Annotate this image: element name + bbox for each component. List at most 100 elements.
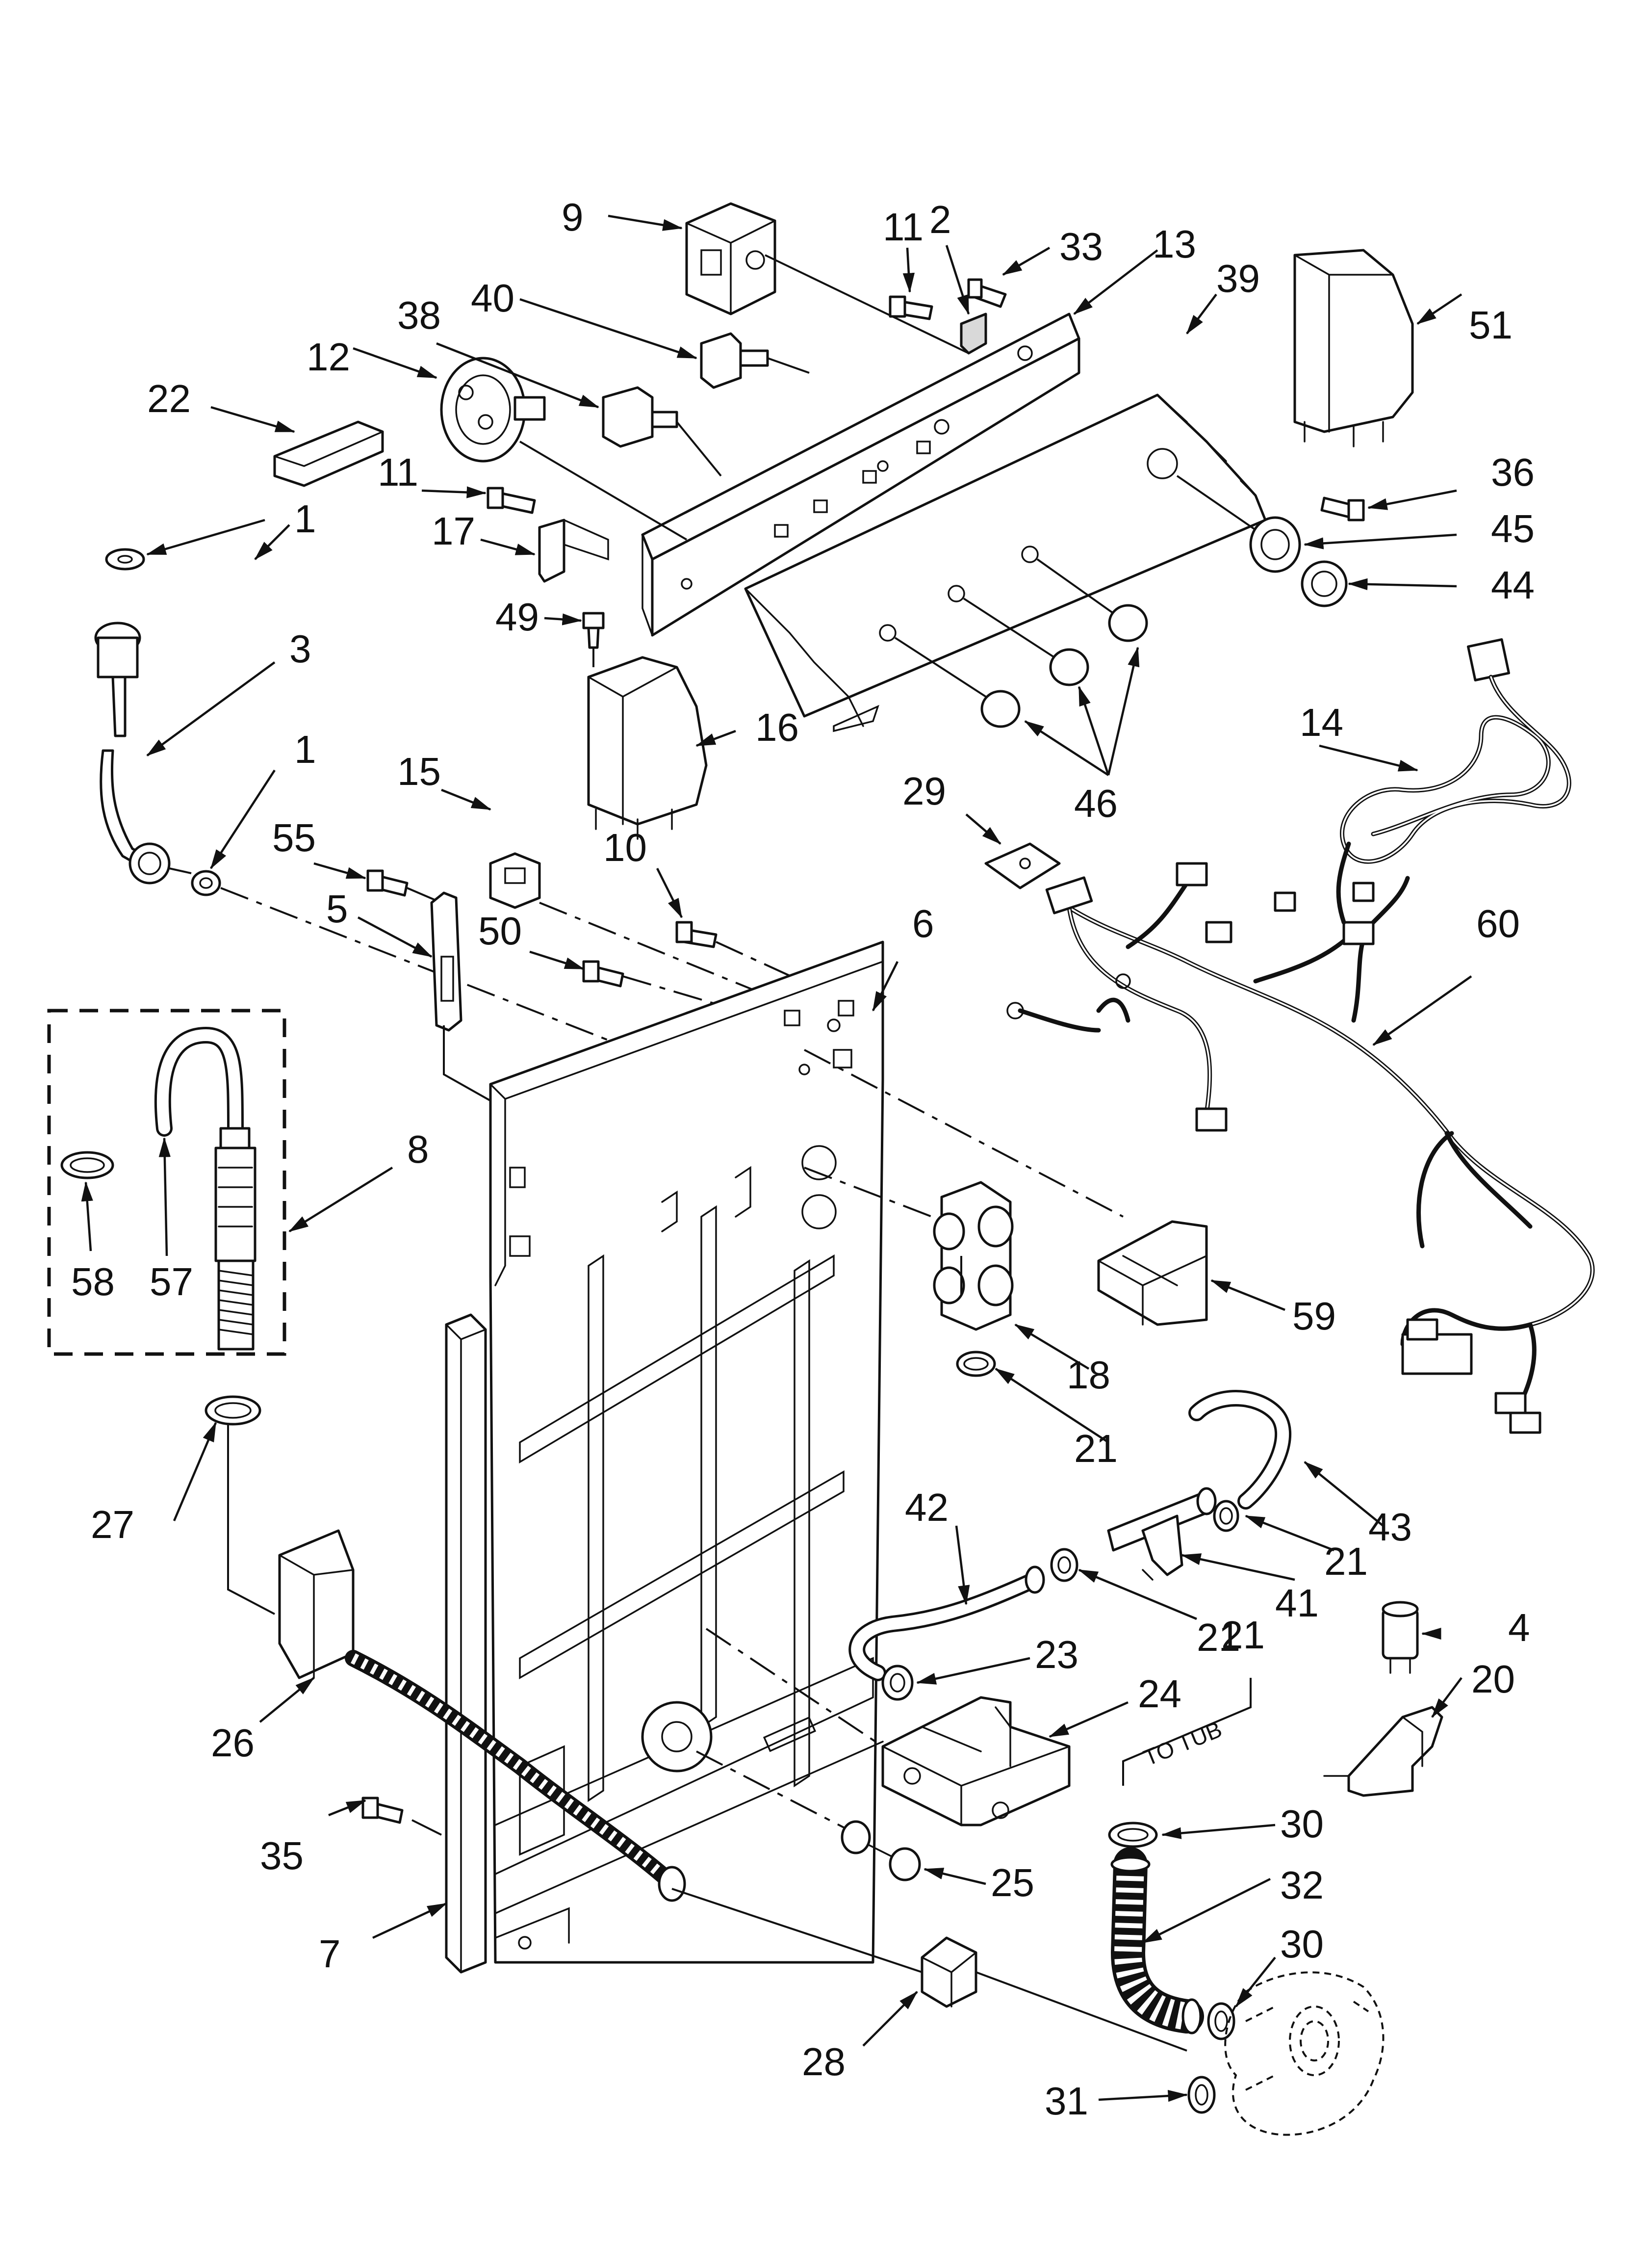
callout-59: 59	[1292, 1294, 1336, 1338]
callout-10: 10	[603, 826, 647, 869]
callout-29: 29	[902, 769, 946, 813]
callout-31: 31	[1045, 2079, 1088, 2123]
callout-58: 58	[71, 1260, 115, 1303]
callout-45: 45	[1491, 507, 1535, 550]
callout-11: 11	[883, 205, 924, 249]
part-49-screw	[582, 612, 605, 667]
callout-51: 51	[1469, 303, 1513, 347]
callout-55: 55	[272, 816, 316, 860]
part-33-screw	[967, 278, 1007, 308]
callout-21-43: 21	[1324, 1539, 1368, 1583]
callout-labels: 9 11 2 33 13 39 51 40 38 12 22 1 11 17 3…	[71, 195, 1535, 2123]
callout-12: 12	[307, 335, 350, 379]
to-tub-label: TO TUB	[1140, 1716, 1225, 1771]
part-7-side-rail	[445, 1313, 487, 1974]
callout-60: 60	[1476, 902, 1520, 945]
part-39-console-panel	[744, 393, 1267, 732]
callout-7: 7	[319, 1932, 341, 1976]
part-40-switch	[700, 332, 810, 389]
pump-phantom-outline	[1224, 1971, 1385, 2136]
callout-27: 27	[91, 1503, 134, 1546]
callout-1-bottom: 1	[294, 728, 316, 771]
part-15-clip	[489, 852, 541, 909]
callout-20: 20	[1471, 1657, 1515, 1701]
part-26-hose-support	[278, 1529, 355, 1679]
part-30-clamp-lower	[1207, 2002, 1235, 2040]
callout-13: 13	[1153, 222, 1196, 266]
callout-1-top: 1	[294, 497, 316, 541]
part-41-tee	[1107, 1487, 1217, 1581]
part-59-cover	[1097, 1220, 1208, 1326]
part-36-screw	[1320, 496, 1365, 521]
callout-57: 57	[150, 1260, 193, 1303]
part-44-knob	[1301, 560, 1348, 607]
part-60-wire-harness	[1006, 862, 1595, 1434]
callout-2: 2	[929, 198, 951, 241]
callout-42: 42	[905, 1486, 949, 1529]
leader-lines	[81, 214, 1472, 2102]
part-27-clamp	[205, 1395, 275, 1615]
part-57-drain-hose	[154, 1026, 257, 1351]
part-26-corrugated-hose	[345, 1650, 686, 1902]
callout-5: 5	[326, 887, 348, 931]
part-35-screw	[361, 1797, 404, 1824]
callout-35: 35	[260, 1834, 304, 1877]
callout-49: 49	[495, 595, 539, 639]
callout-3: 3	[289, 627, 311, 671]
part-58-clamp	[60, 1151, 114, 1179]
callout-15: 15	[397, 750, 441, 793]
callout-43: 43	[1368, 1505, 1412, 1549]
callout-8: 8	[407, 1127, 429, 1171]
callout-40: 40	[471, 276, 514, 320]
part-11-screw-left	[487, 487, 536, 514]
callout-30-lower: 30	[1280, 1922, 1324, 1966]
part-11-screw-top	[889, 295, 933, 320]
callout-17: 17	[432, 509, 475, 553]
callout-39: 39	[1216, 257, 1260, 300]
part-14-power-cord	[1336, 638, 1571, 925]
part-25-latch	[641, 1701, 921, 1881]
part-20-bracket	[1323, 1706, 1443, 1797]
part-45-knob	[1147, 448, 1301, 573]
part-17-bracket	[538, 519, 609, 583]
callout-44: 44	[1491, 563, 1535, 607]
part-42-hose	[848, 1565, 1045, 1681]
part-30-clamp-upper	[1108, 1822, 1158, 1848]
part-21-clamp-valve	[956, 1351, 996, 1377]
callout-16: 16	[755, 705, 799, 749]
part-18-water-valve	[933, 1181, 1014, 1331]
part-28-clamp	[921, 1936, 1187, 2052]
callout-36: 36	[1491, 450, 1535, 494]
part-1-washer-bottom	[191, 870, 221, 896]
part-22-bracket	[273, 420, 384, 487]
callout-21-41: 21	[1197, 1616, 1240, 1659]
part-51-end-cap	[1293, 249, 1414, 447]
callout-22: 22	[147, 377, 191, 420]
part-10-screw	[675, 921, 718, 948]
part-32-elbow-hose	[1110, 1847, 1204, 2034]
callout-14: 14	[1300, 701, 1343, 744]
callout-21-tub: 21	[1221, 1613, 1265, 1657]
callout-28: 28	[802, 2040, 846, 2084]
callout-32: 32	[1280, 1863, 1324, 1907]
callout-6: 6	[912, 902, 934, 945]
part-12-selector-switch	[440, 357, 688, 541]
part-1-washer-top	[105, 548, 145, 571]
callout-26: 26	[211, 1721, 255, 1765]
callout-23: 23	[1035, 1633, 1078, 1676]
callout-33: 33	[1059, 225, 1103, 268]
callout-11-left: 11	[378, 450, 418, 494]
part-16-end-cap	[587, 656, 708, 840]
part-3-fill-hose	[94, 622, 192, 885]
callout-18: 18	[1067, 1353, 1110, 1397]
part-24-pump	[881, 1696, 1071, 1826]
callout-24: 24	[1138, 1672, 1181, 1716]
part-50-screw	[582, 960, 624, 988]
callout-21-valve: 21	[1074, 1427, 1118, 1470]
part-38-switch	[602, 386, 722, 477]
callout-41: 41	[1275, 1581, 1319, 1625]
part-21-clamp-43	[1213, 1500, 1239, 1532]
callout-25: 25	[991, 1861, 1034, 1904]
callout-30-upper: 30	[1280, 1802, 1324, 1846]
